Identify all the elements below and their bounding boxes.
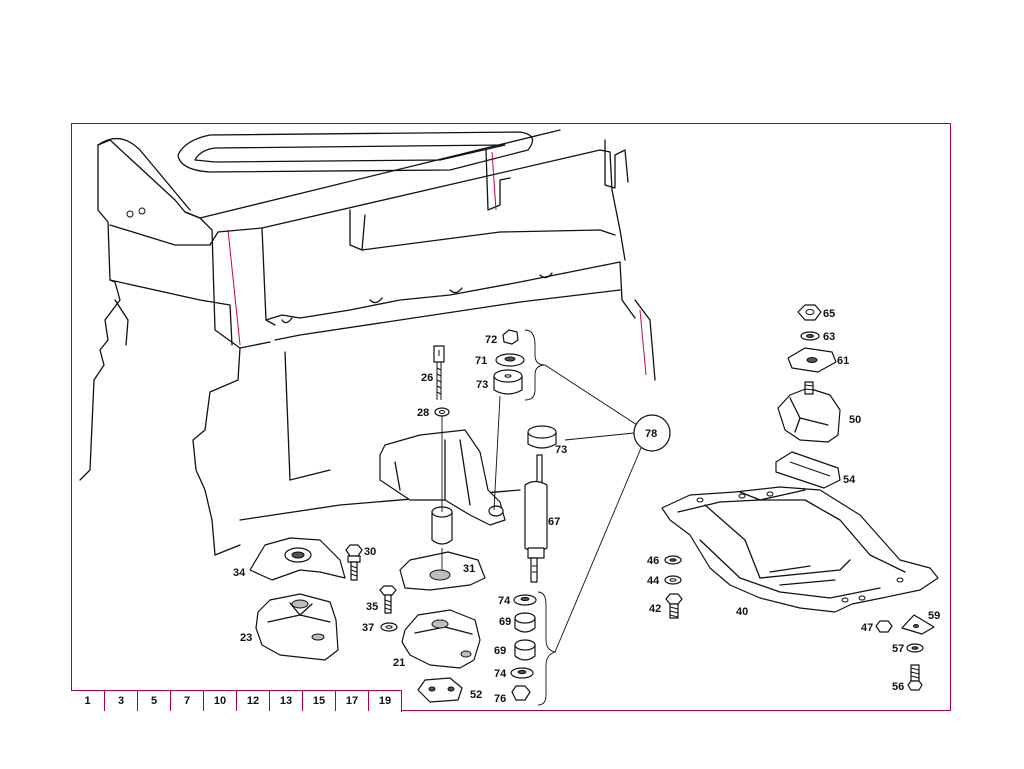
callout-37: 37	[362, 622, 374, 634]
callout-26: 26	[421, 372, 433, 384]
callout-74-lower: 74	[494, 668, 507, 680]
tab-5[interactable]: 5	[137, 691, 170, 711]
tab-19[interactable]: 19	[368, 691, 401, 711]
callout-72: 72	[485, 334, 497, 346]
callout-54: 54	[843, 474, 856, 486]
callout-69-upper: 69	[499, 616, 511, 628]
callout-63: 63	[823, 331, 835, 343]
callout-67: 67	[548, 516, 560, 528]
tab-12[interactable]: 12	[236, 691, 269, 711]
callout-65: 65	[823, 308, 835, 320]
tab-17[interactable]: 17	[335, 691, 368, 711]
callout-74-upper: 74	[498, 595, 511, 607]
callout-28: 28	[417, 407, 429, 419]
callout-59: 59	[928, 610, 940, 622]
callout-52: 52	[470, 689, 482, 701]
callout-46: 46	[647, 555, 659, 567]
callout-35: 35	[366, 601, 378, 613]
left-mounts	[249, 537, 486, 703]
mount-bracket-assembly	[379, 345, 506, 545]
tab-10[interactable]: 10	[203, 691, 236, 711]
callout-47: 47	[861, 622, 873, 634]
callout-labels: 72 71 73 26 28 73 78 67 30 34 31 35 37 2…	[233, 308, 940, 705]
tab-1[interactable]: 1	[84, 695, 91, 707]
callout-31: 31	[463, 563, 475, 575]
shock-absorber-assembly	[493, 329, 557, 706]
engine-block	[79, 129, 656, 556]
crossmember-hardware	[664, 555, 935, 691]
callout-56: 56	[892, 681, 904, 693]
callout-40: 40	[736, 606, 748, 618]
tab-3[interactable]: 3	[104, 691, 137, 711]
callout-69-lower: 69	[494, 645, 506, 657]
rear-mount-assembly	[775, 304, 841, 489]
callout-42: 42	[649, 603, 661, 615]
callout-23: 23	[240, 632, 252, 644]
callout-73-upper: 73	[476, 379, 488, 391]
tab-7[interactable]: 7	[170, 691, 203, 711]
callout-57: 57	[892, 643, 904, 655]
callout-78: 78	[645, 428, 657, 440]
callout-76: 76	[494, 693, 506, 705]
callout-71: 71	[475, 355, 487, 367]
page-tab-strip: 1 3 5 7 10 12 13 15 17 19	[71, 690, 402, 712]
callout-78-group	[544, 364, 671, 653]
tab-15[interactable]: 15	[302, 691, 335, 711]
callout-73-lower: 73	[555, 444, 567, 456]
crossmember	[661, 486, 939, 613]
callout-34: 34	[233, 567, 246, 579]
tab-13[interactable]: 13	[269, 691, 302, 711]
callout-21: 21	[393, 657, 405, 669]
callout-50: 50	[849, 414, 861, 426]
callout-61: 61	[837, 355, 849, 367]
callout-78-circle	[633, 414, 671, 452]
callout-44: 44	[647, 575, 660, 587]
callout-30: 30	[364, 546, 376, 558]
